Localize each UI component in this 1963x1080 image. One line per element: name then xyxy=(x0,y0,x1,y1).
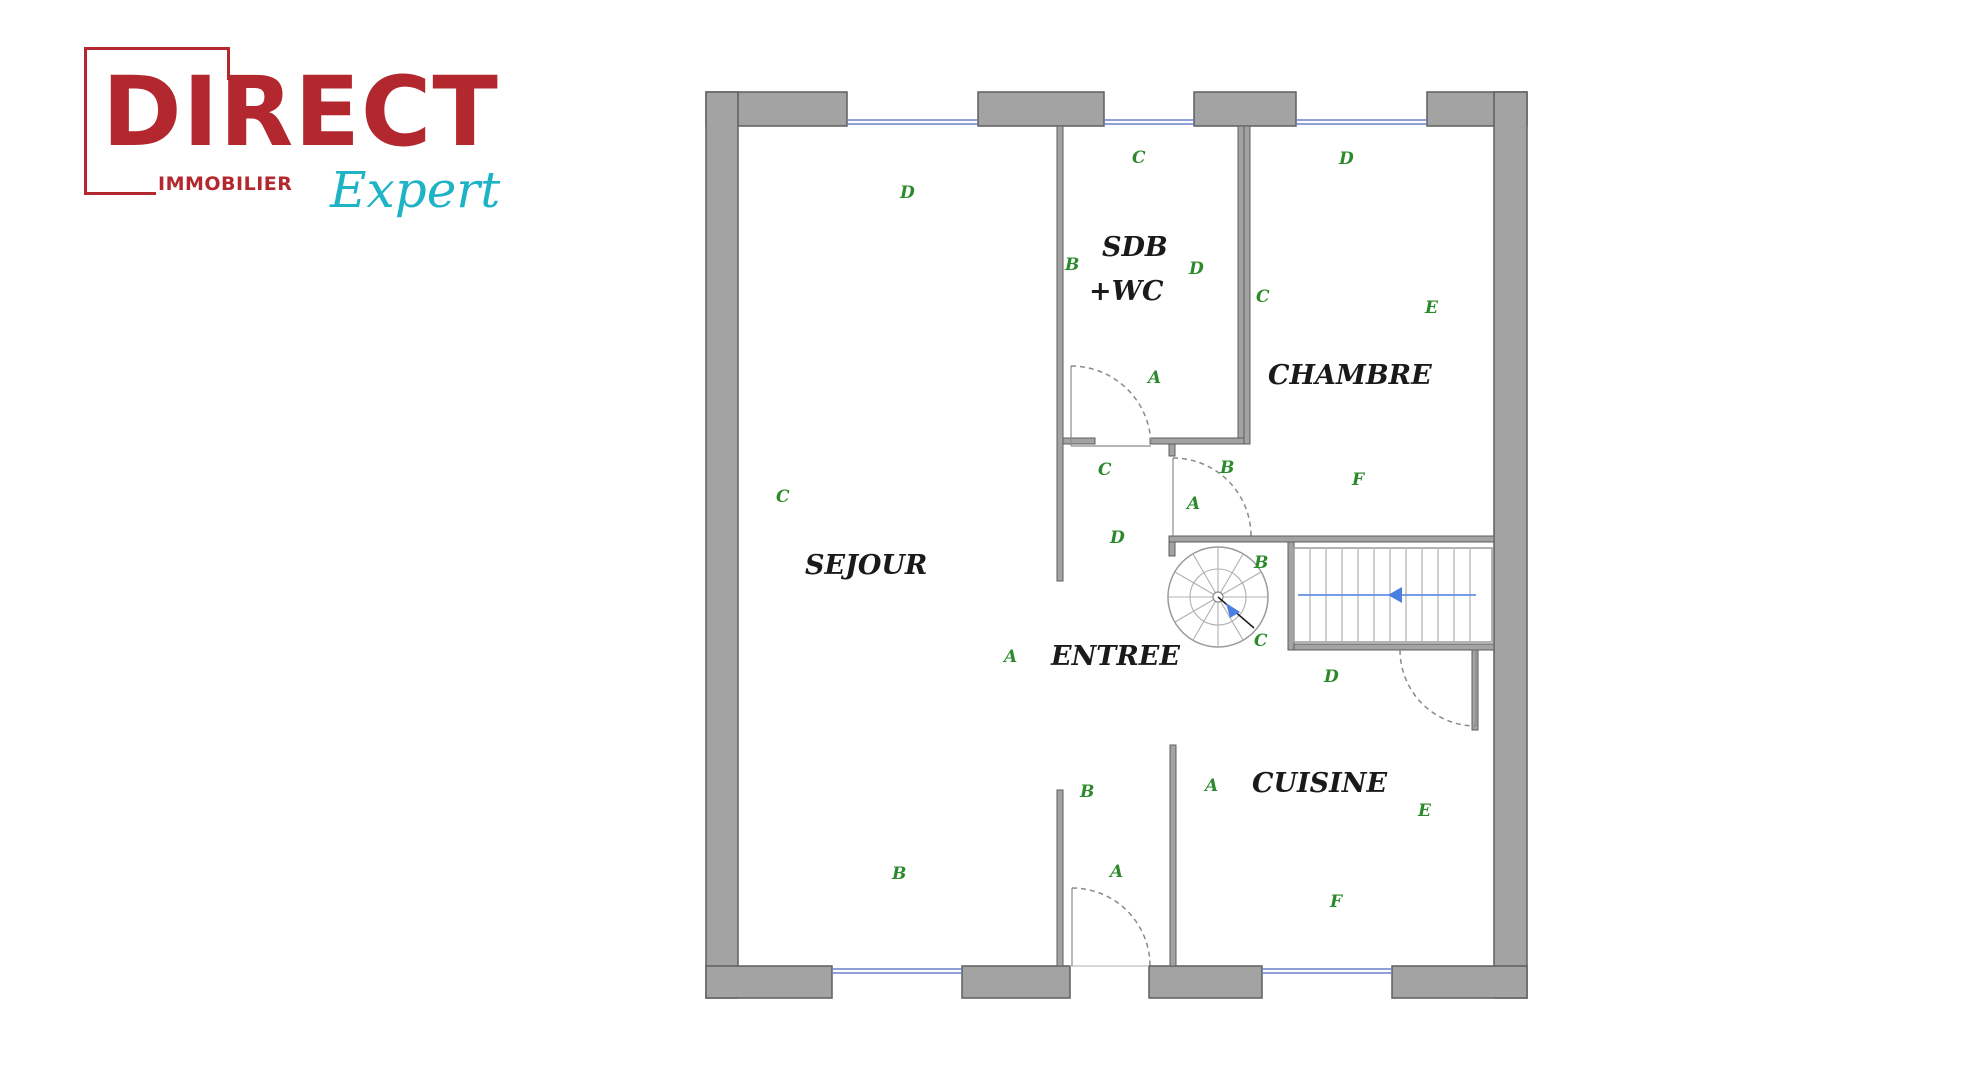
spiral-staircase xyxy=(1167,546,1269,648)
zone-letter: B xyxy=(891,864,906,884)
wall-segment xyxy=(1193,91,1297,127)
zone-letter: A xyxy=(1146,368,1161,388)
stair-arrow xyxy=(1388,587,1402,603)
zone-letter: F xyxy=(1329,892,1344,912)
zone-letter: C xyxy=(776,487,790,507)
zone-letter: A xyxy=(1203,776,1218,796)
wall-segment xyxy=(1391,965,1528,999)
room-sdb-line1: SDB xyxy=(1102,232,1168,263)
wall-stair-south xyxy=(1287,643,1495,651)
zone-letter: D xyxy=(1323,667,1339,687)
zone-letter: D xyxy=(899,183,915,203)
interior-walls xyxy=(1056,125,1495,967)
door-leaves xyxy=(1070,366,1477,966)
exterior-walls xyxy=(705,91,1528,999)
room-sejour: SEJOUR xyxy=(805,550,927,581)
straight-staircase xyxy=(1293,547,1493,643)
zone-letter: A xyxy=(1185,494,1200,514)
zone-letter: A xyxy=(1108,862,1123,882)
wall-segment xyxy=(977,91,1105,127)
wall-sdb-south-left xyxy=(1062,437,1096,445)
zone-letter: B xyxy=(1079,782,1094,802)
wall-jamb xyxy=(1471,649,1479,731)
zone-letter: C xyxy=(1098,460,1112,480)
logo-frame-left xyxy=(84,47,87,195)
wall-segment xyxy=(705,965,833,999)
logo-frame-right xyxy=(227,47,230,80)
wall-chambre-west xyxy=(1243,125,1251,445)
spiral-arrow xyxy=(1226,603,1240,618)
wall-left xyxy=(705,91,739,999)
room-entree: ENTREE xyxy=(1050,641,1180,672)
zone-letter: D xyxy=(1188,259,1204,279)
windows xyxy=(832,119,1427,974)
wall-stair-west xyxy=(1287,541,1295,651)
wall-sejour-east xyxy=(1056,125,1064,582)
wall-segment xyxy=(1148,965,1263,999)
door-cuisine xyxy=(1399,649,1477,727)
logo-subtitle: IMMOBILIER xyxy=(158,173,293,195)
logo-frame-top xyxy=(84,47,230,50)
zone-letter: B xyxy=(1219,458,1234,478)
room-chambre: CHAMBRE xyxy=(1268,360,1432,391)
room-cuisine: CUISINE xyxy=(1252,768,1387,799)
wall-segment xyxy=(961,965,1071,999)
wall-sdb-east xyxy=(1237,125,1245,443)
wall-cuisine-west xyxy=(1169,744,1177,967)
wall-right xyxy=(1493,91,1528,999)
zone-letter: C xyxy=(1132,148,1146,168)
zone-letter: F xyxy=(1351,470,1366,490)
logo-frame-bottom xyxy=(84,192,156,195)
zone-letter: E xyxy=(1424,298,1439,318)
zone-letter: B xyxy=(1253,553,1268,573)
zone-letter: C xyxy=(1256,287,1270,307)
door-sdb xyxy=(1070,365,1152,447)
door-swings xyxy=(1070,365,1477,967)
zone-letter: D xyxy=(1338,149,1354,169)
room-sdb-line2: +WC xyxy=(1089,276,1164,307)
logo-brand-text: DIRECT xyxy=(102,56,499,168)
zone-letter: E xyxy=(1417,801,1432,821)
wall-stub xyxy=(1168,443,1176,457)
wall-chambre-south xyxy=(1168,535,1495,543)
zone-letter: D xyxy=(1109,528,1125,548)
logo-tagline: Expert xyxy=(330,161,501,219)
zone-letter: C xyxy=(1254,631,1268,651)
zone-letter: A xyxy=(1002,647,1017,667)
brand-logo: DIRECT IMMOBILIER Expert xyxy=(80,44,500,234)
wall-sdb-south-right xyxy=(1149,437,1245,445)
zone-letter: B xyxy=(1064,255,1079,275)
wall-sejour-east-lower xyxy=(1056,789,1064,967)
